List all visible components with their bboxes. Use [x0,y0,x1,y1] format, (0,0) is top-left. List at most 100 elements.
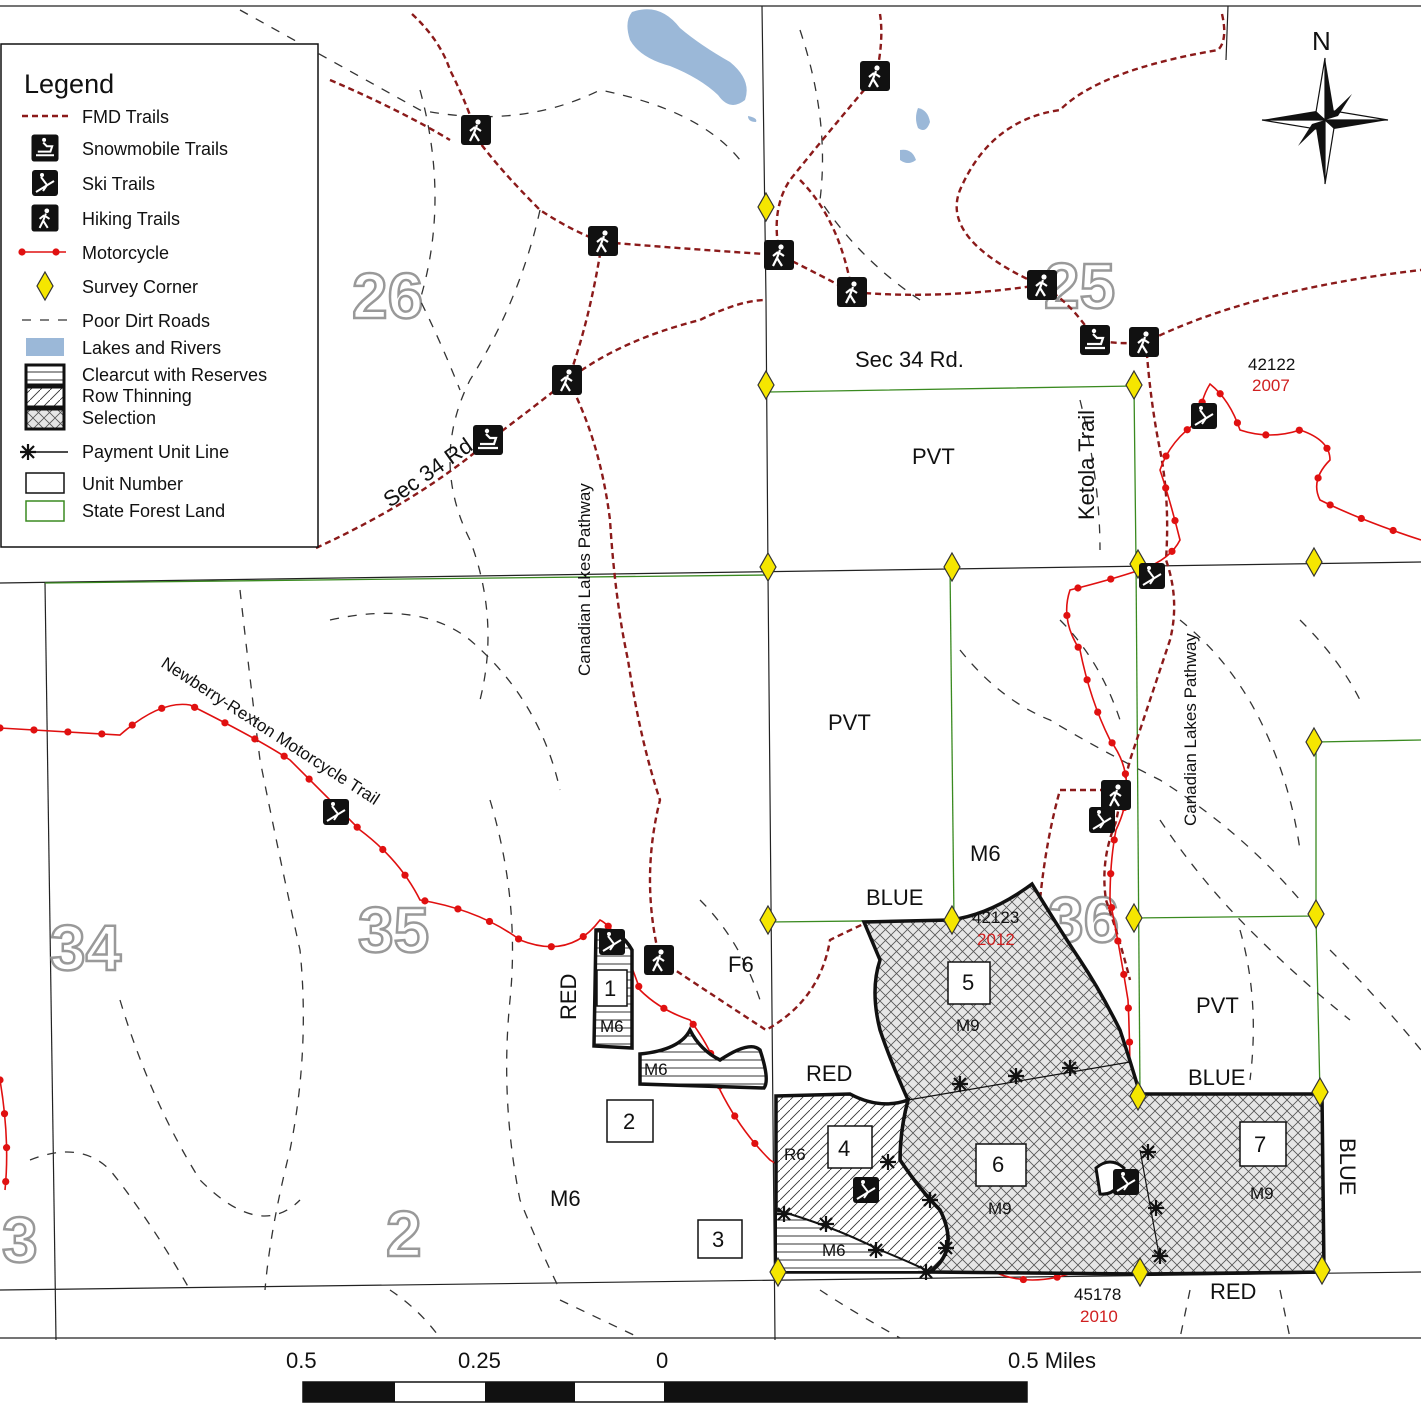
lakes [627,9,930,163]
diamond-icon [1307,899,1325,929]
motorcycle-trail-dot [64,728,72,736]
stand-label: M6 [600,1017,624,1036]
motorcycle-trail-dot [1107,903,1116,912]
motorcycle-trail-dot [604,922,612,930]
stand-labels: PVT PVT PVT M6 M6 M6 M6 M6 F6 R6 M9 M9 M… [550,444,1274,1260]
fmd-trails [315,13,1421,1032]
motorcycle-trail-dot [689,1020,697,1028]
boundary-color-labels: BLUE BLUE BLUE RED RED RED [556,885,1360,1304]
motorcycle-trail-dot [1183,426,1191,434]
motorcycle-trail-dot [1171,517,1179,525]
legend-label: Survey Corner [82,277,198,297]
motorcycle-trail-dot [1074,643,1082,651]
motorcycle-trail-dot [1107,870,1115,878]
motorcycle-trail-dot [191,703,199,711]
diamond-icon [1305,727,1323,757]
legend-label: Clearcut with Reserves [82,365,267,385]
snowmobile-icon [30,133,60,163]
motorcycle-trail-dot [514,935,523,943]
unit-number: 7 [1254,1132,1266,1157]
motorcycle-trail-dot [1107,575,1115,583]
road-label: Ketola Trail [1074,410,1099,520]
motorcycle-trail-dot [2,1177,10,1186]
motorcycle-trail-dot [579,933,587,941]
motorcycle-trail-dot [1074,584,1082,592]
stand-label: F6 [728,952,754,977]
motorcycle-trail-dot [1168,547,1176,555]
diagonal-hatch-swatch [24,385,66,409]
motorcycle-trail-dot [30,726,38,734]
legend-label: State Forest Land [82,501,225,521]
road-label: Newberry-Rexton Motorcycle Trail [158,653,383,808]
color-label: BLUE [1335,1138,1360,1195]
section-number: 34 [50,912,122,984]
diamond-icon [943,552,961,582]
north-label: N [1312,26,1331,56]
ski-icon [598,928,626,956]
legend: Legend FMD Trails Snowmobile Trails Ski … [0,43,319,548]
ski-icon [852,1176,880,1204]
snowmobile-icon [471,423,505,457]
unit-number: 5 [962,970,974,995]
hiker-icon [835,275,869,309]
ski-icon [1190,402,1218,430]
motorcycle-trail-dot [379,845,387,854]
motorcycle-trail-dot [1083,676,1091,684]
stand-label: M9 [988,1199,1012,1218]
road-label: Sec 34 Rd [379,433,477,512]
motorcycle-trail-dot [421,897,429,905]
unit-number: 6 [992,1152,1004,1177]
motorcycle-trail-dot [731,1112,739,1120]
unit-numbers: 1 2 3 4 5 6 7 [596,961,1287,1259]
legend-label: Poor Dirt Roads [82,311,210,331]
motorcycle-trail-dot [485,917,494,926]
motorcycle-trail-dot [1295,426,1303,434]
section-number: 35 [358,894,429,966]
snowmobile-icon [1078,323,1112,357]
motorcycle-trail-dot [0,724,4,732]
motorcycle-trail-dot [18,248,26,256]
motorcycle-trail-dot [1019,1275,1027,1284]
color-label: BLUE [1188,1065,1245,1090]
motorcycle-trail-dot [0,1110,9,1118]
motorcycle-trail-dot [1094,708,1102,716]
hiker-icon [459,113,493,147]
unit-number: 1 [604,976,616,1001]
motorcycle-trail-dot [1216,390,1224,398]
motorcycle-trail-dot [251,735,259,743]
hiker-icon [858,59,892,93]
stand-label: PVT [828,710,871,735]
scale-label: 0.5 Miles [1008,1348,1096,1373]
legend-title: Legend [24,69,114,99]
legend-label: Selection [82,408,156,428]
motorcycle-trail-dot [1053,1273,1061,1281]
legend-label: Lakes and Rivers [82,338,221,358]
clearcut-unit-2 [638,1026,768,1090]
unit-number: 4 [838,1136,850,1161]
motorcycle-trail-dot [52,248,60,256]
motorcycle-trail-dot [1314,474,1322,482]
motorcycle-trail-dot [751,1139,759,1148]
section-numbers: 26 25 34 35 36 2 1 3 [1,249,1121,1278]
color-label: RED [556,974,581,1020]
motorcycle-trail-dot [1162,484,1170,492]
diamond-icon [1125,370,1143,400]
legend-label: Motorcycle [82,243,169,263]
stand-label: R6 [784,1145,806,1164]
road-label: Sec 34 Rd. [855,347,964,372]
north-arrow: N [1261,26,1389,185]
diamond-icon [757,192,775,222]
sale-id: 42122 [1248,355,1295,374]
stand-label: PVT [912,444,955,469]
poor-dirt-roads [29,9,1421,1339]
motorcycle-trail-dot [305,775,313,783]
horizontal-hatch-swatch [24,363,66,387]
hiker-icon [762,238,796,272]
color-label: BLUE [866,885,923,910]
stand-label: M6 [644,1060,668,1079]
motorcycle-trail-dot [1063,611,1071,620]
motorcycle-trail-dot [1110,836,1118,844]
diamond-icon [757,370,775,400]
sale-ids: 42122 2007 42123 2012 45178 2010 [972,355,1295,1326]
